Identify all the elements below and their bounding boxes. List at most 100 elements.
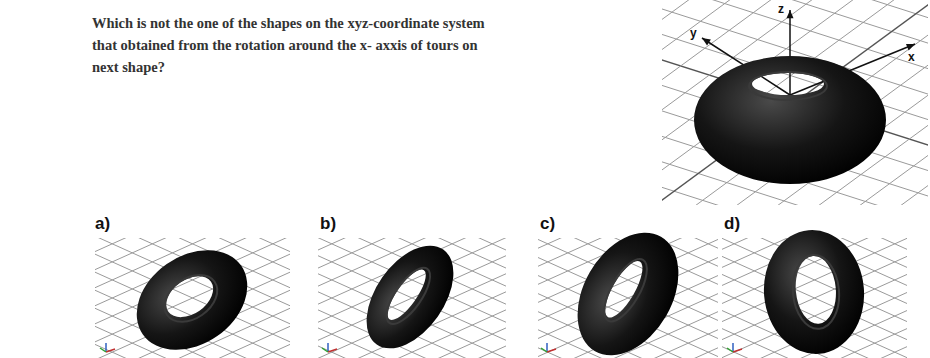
option-a-torus [118,230,267,358]
grid-line [662,0,928,205]
grid-line [318,238,506,358]
grid-line [662,0,928,205]
grid-line [318,238,506,358]
grid-line [722,238,907,358]
option-label: b) [320,214,336,234]
grid-line [662,0,928,205]
grid-line [722,238,907,358]
grid-line [318,238,506,358]
axis-icon [727,343,742,352]
grid-line [722,238,907,358]
grid-line [662,0,928,205]
grid-line [95,238,290,358]
grid-line [662,52,928,205]
grid-line [662,0,928,205]
grid-line [318,238,506,358]
axis-arrowhead [786,10,793,18]
grid-line [662,0,928,205]
grid-line [538,238,718,358]
grid-line [662,0,928,205]
axis-label: x [908,50,915,64]
torus-inner-rim [749,72,827,100]
grid-line [538,238,718,358]
grid-line [538,238,718,358]
torus-inner-rim [379,261,438,330]
grid-line [538,238,718,358]
grid-line [318,238,506,358]
torus-body [759,226,869,358]
grid-line [318,238,506,358]
grid-line [722,238,907,358]
grid-line [538,238,718,358]
grid-line [538,238,718,358]
grid-line [662,0,928,205]
grid-line [662,0,928,46]
grid-line [538,238,718,358]
axis-arrowhead [906,44,915,50]
option-c-torus [557,215,699,358]
grid-line [662,0,928,205]
torus-body [694,56,886,184]
grid-line [95,238,290,358]
grid-line [538,238,718,358]
grid-line [722,238,907,358]
grid [662,0,928,205]
grid-line [318,238,506,358]
grid-line [722,238,907,358]
grid-line [662,0,928,99]
grid-line [662,0,928,205]
grid-line [318,238,506,358]
grid-line [722,238,907,358]
torus-body [118,230,267,358]
grid-line [95,238,290,358]
grid-line [722,238,907,358]
grid-line [95,238,290,358]
grid-line [538,238,718,358]
grid-line [318,238,506,358]
torus-body [349,230,471,358]
grid-line [95,238,290,358]
grid-line [722,238,907,358]
grid-line [662,0,928,205]
grid-line [318,238,506,358]
grid-line [662,0,928,205]
axis-label: y [690,26,697,40]
grid-line [722,238,907,358]
grid-line [318,238,506,358]
grid-line [318,238,506,358]
axis-icon [541,343,556,352]
grid-line [662,0,928,205]
grid-line [538,238,718,358]
grid-line [722,238,907,358]
grid-line [662,35,928,205]
grid-line [538,238,718,358]
axis-arrowhead [702,38,711,45]
option-d-torus [759,226,869,358]
grid-line [538,238,718,358]
grid-line [662,0,928,205]
grid-line [318,238,506,358]
grid-line [95,238,290,358]
grid-line [95,238,290,358]
grid-line [318,238,506,358]
grid-line [318,238,506,358]
grid-line [662,0,928,205]
axis-icon [100,343,115,352]
grid-line [662,0,928,205]
grid-line [538,238,718,358]
grid [722,238,907,358]
grid-line [722,238,907,358]
grid-line [662,0,928,205]
grid-line [662,0,928,205]
grid-line [662,0,928,205]
grid-line [662,0,928,205]
grid-line [538,238,718,358]
axis-icon [322,343,337,352]
grid-line [722,238,907,358]
question-text: Which is not the one of the shapes on th… [92,12,492,78]
grid-line [722,238,907,358]
main-torus [694,56,886,184]
grid-line [662,0,928,205]
axis-line [789,10,791,95]
